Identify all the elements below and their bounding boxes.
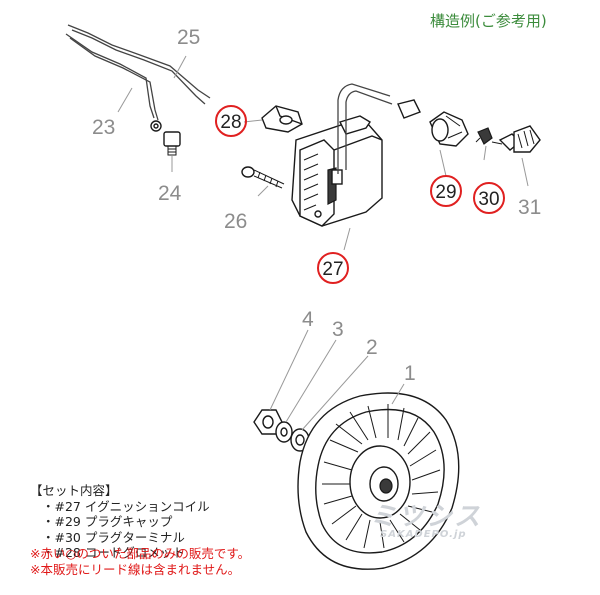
label-27: 27 — [322, 259, 343, 280]
kit-contents: 【セット内容】 ・#27 イグニッションコイル ・#29 プラグキャップ ・#3… — [30, 483, 210, 561]
kit-item-27: ・#27 イグニッションコイル — [42, 498, 210, 514]
note-red-circle-only: ※赤い○のついた部品のみの販売です。 — [30, 546, 251, 561]
kit-item-28: ・#28 コードグロメット — [42, 545, 185, 560]
highlight-circle-27 — [317, 252, 349, 284]
label-2: 2 — [366, 336, 378, 359]
leader-3 — [285, 339, 337, 423]
part-28-grommet — [261, 105, 303, 133]
sale-notes: ※赤い○のついた部品のみの販売です。 ※本販売にリード線は含まれません。 — [30, 546, 250, 577]
leader-28 — [243, 119, 263, 123]
part-1-flywheel — [297, 392, 460, 570]
leader-25 — [173, 55, 187, 79]
label-31: 31 — [518, 196, 541, 219]
reference-heading: 構造例(ご参考用) — [430, 12, 547, 30]
label-30: 30 — [478, 189, 499, 210]
label-23: 23 — [92, 116, 115, 139]
part-27-ignition-coil — [291, 83, 393, 227]
part-lead-wires — [65, 24, 211, 132]
leader-1 — [391, 383, 405, 405]
highlight-circle-29 — [430, 175, 462, 207]
part-29-plug-cap — [397, 99, 469, 147]
kit-item-30: ・#30 プラグターミナル — [42, 529, 185, 545]
label-28: 28 — [220, 112, 241, 133]
part-31-spark-plug — [491, 125, 541, 153]
leader-4 — [269, 329, 309, 411]
highlight-circle-28 — [215, 105, 247, 137]
leader-27 — [343, 227, 351, 251]
part-24-bolt — [163, 131, 181, 156]
part-30-plug-terminal — [475, 127, 493, 145]
label-24: 24 — [158, 182, 182, 205]
leader-2 — [301, 355, 369, 431]
label-25: 25 — [177, 26, 200, 49]
callout-28: 28 — [215, 105, 247, 137]
part-3-washer — [275, 421, 293, 443]
leader-31 — [521, 157, 529, 187]
label-1: 1 — [404, 362, 416, 385]
leader-23 — [117, 87, 133, 113]
note-lead-wire-excluded: ※本販売にリード線は含まれません。 — [30, 561, 241, 577]
watermark-sub: SAKADEPO.jp — [380, 529, 467, 540]
watermark: ミツシス SAKADEPO.jp — [370, 496, 482, 540]
leader-26 — [257, 185, 269, 197]
watermark-main: ミツシス — [370, 502, 483, 532]
label-26: 26 — [224, 210, 247, 233]
label-3: 3 — [332, 318, 344, 341]
part-26-screw — [241, 166, 285, 189]
highlight-circle-30 — [473, 182, 505, 214]
kit-title: 【セット内容】 — [30, 483, 118, 498]
callout-27: 27 — [317, 252, 349, 284]
label-4: 4 — [302, 308, 314, 331]
callout-29: 29 — [430, 175, 462, 207]
label-29: 29 — [435, 182, 456, 203]
leader-29 — [439, 149, 447, 177]
callout-30: 30 — [473, 182, 505, 214]
leader-30 — [483, 145, 487, 161]
kit-item-29: ・#29 プラグキャップ — [42, 514, 173, 529]
